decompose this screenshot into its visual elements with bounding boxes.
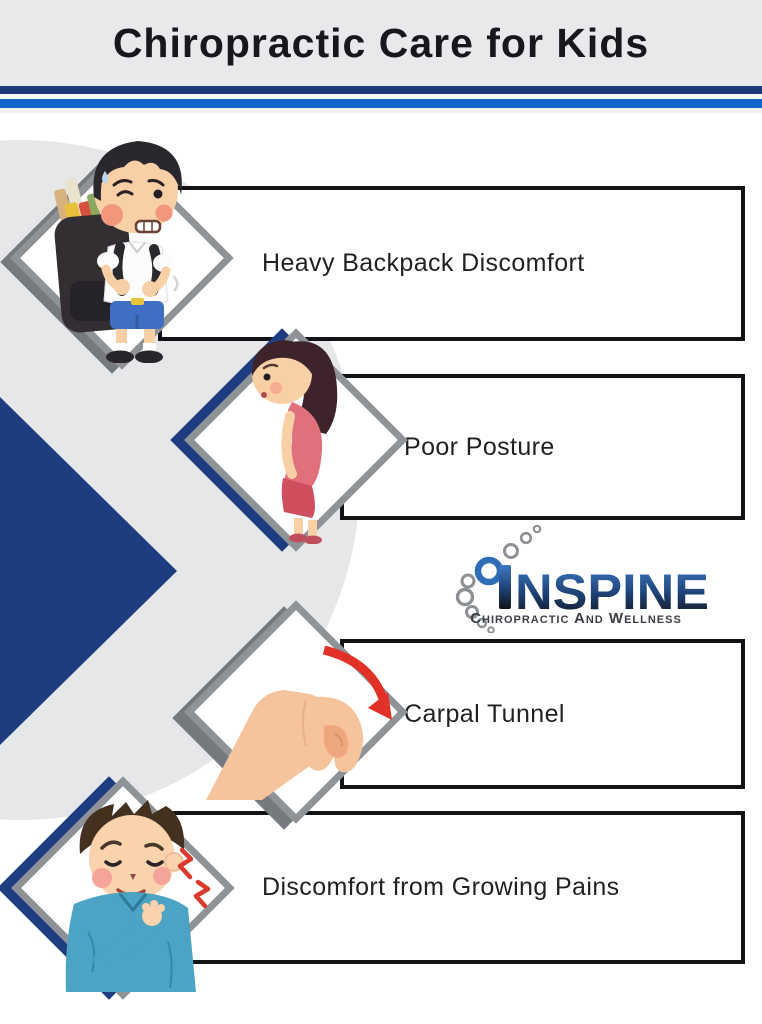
item-label: Carpal Tunnel bbox=[404, 699, 565, 728]
arm bbox=[281, 411, 297, 479]
hair-front bbox=[251, 340, 313, 376]
inspine-logo: NSPINE bbox=[455, 524, 709, 633]
page-title: Chiropractic Care for Kids bbox=[112, 19, 650, 66]
header-stripe-gap bbox=[0, 94, 762, 99]
boy-with-heavy-backpack-illustration bbox=[54, 141, 182, 363]
spine-circles bbox=[455, 524, 542, 633]
label-box-growing-pains: Discomfort from Growing Pains bbox=[158, 811, 745, 964]
header-band bbox=[0, 0, 762, 86]
label-box-heavy-backpack: Heavy Backpack Discomfort bbox=[158, 186, 745, 341]
item-label: Poor Posture bbox=[404, 432, 555, 461]
logo-brand-text: NSPINE bbox=[515, 564, 709, 620]
logo-tagline: Chiropractic And Wellness bbox=[470, 610, 682, 627]
letter-i-stem bbox=[499, 565, 511, 609]
pain-mark bbox=[193, 879, 211, 909]
header-stripe-foot bbox=[0, 108, 762, 113]
arm bbox=[93, 915, 157, 969]
boy-with-shoulder-pain-illustration bbox=[65, 800, 211, 992]
skirt bbox=[281, 478, 315, 518]
bent-wrist-hand-illustration bbox=[206, 645, 392, 800]
red-arrow-head bbox=[368, 692, 392, 720]
spine-circle-blue bbox=[474, 556, 504, 586]
header-stripe-navy bbox=[0, 86, 762, 94]
hair bbox=[93, 141, 182, 197]
red-arrow bbox=[322, 645, 389, 704]
curled-fingers bbox=[324, 725, 349, 758]
header-stripe-blue bbox=[0, 99, 762, 108]
item-label: Discomfort from Growing Pains bbox=[262, 873, 620, 901]
pain-mark bbox=[177, 847, 194, 880]
label-box-poor-posture: Poor Posture bbox=[340, 374, 745, 520]
sweat-drop bbox=[102, 171, 108, 184]
item-label: Heavy Backpack Discomfort bbox=[262, 249, 585, 277]
slouching-girl-illustration bbox=[251, 340, 338, 544]
